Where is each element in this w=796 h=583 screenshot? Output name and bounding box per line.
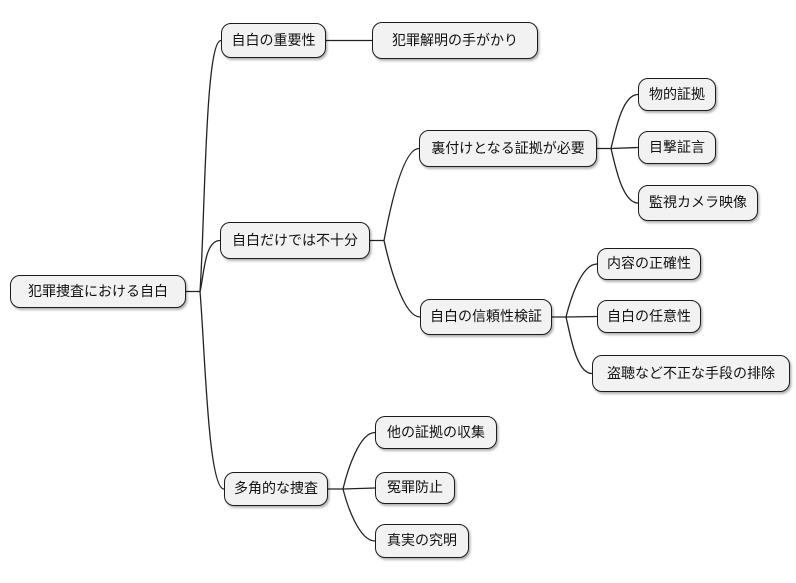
node-multifaceted: 多角的な捜査 [224, 472, 328, 506]
node-wiretap-exclusion: 盗聴など不正な手段の排除 [592, 355, 790, 392]
edge-multifaceted-false [342, 487, 376, 490]
node-root: 犯罪捜査における自白 [10, 275, 186, 308]
edge-multifaceted-other [342, 431, 376, 490]
node-importance: 自白の重要性 [221, 23, 326, 58]
node-camera-footage: 監視カメラ映像 [638, 185, 758, 221]
edge-evidence-witness [610, 146, 639, 150]
node-clue: 犯罪解明の手がかり [372, 22, 538, 59]
node-evidence-needed: 裏付けとなる証拠が必要 [419, 130, 597, 167]
edge-root-importance [199, 39, 222, 293]
node-accuracy: 内容の正確性 [597, 248, 701, 280]
edge-multifaceted-truth [342, 488, 376, 542]
edge-reliability-wiretap [565, 316, 593, 375]
node-truth: 真実の究明 [375, 524, 469, 558]
edge-reliability-voluntariness [565, 315, 598, 318]
edge-evidence-camera [610, 147, 639, 204]
node-reliability: 自白の信頼性検証 [420, 299, 552, 335]
edge-reliability-accuracy [565, 263, 598, 318]
node-voluntariness: 自白の任意性 [597, 300, 701, 333]
node-insufficient: 自白だけでは不十分 [220, 222, 370, 259]
node-physical-evidence: 物的証拠 [638, 78, 716, 111]
node-witness-testimony: 目撃証言 [638, 131, 716, 164]
edge-root-insufficient [199, 239, 221, 293]
edge-insufficient-evidence [383, 147, 420, 242]
edge-insufficient-reliability [383, 239, 421, 318]
node-false-accusation: 冤罪防止 [375, 472, 455, 504]
edge-root-multifaceted [199, 290, 225, 490]
edge-evidence-physical [610, 93, 639, 150]
node-other-evidence: 他の証拠の収集 [375, 416, 497, 449]
